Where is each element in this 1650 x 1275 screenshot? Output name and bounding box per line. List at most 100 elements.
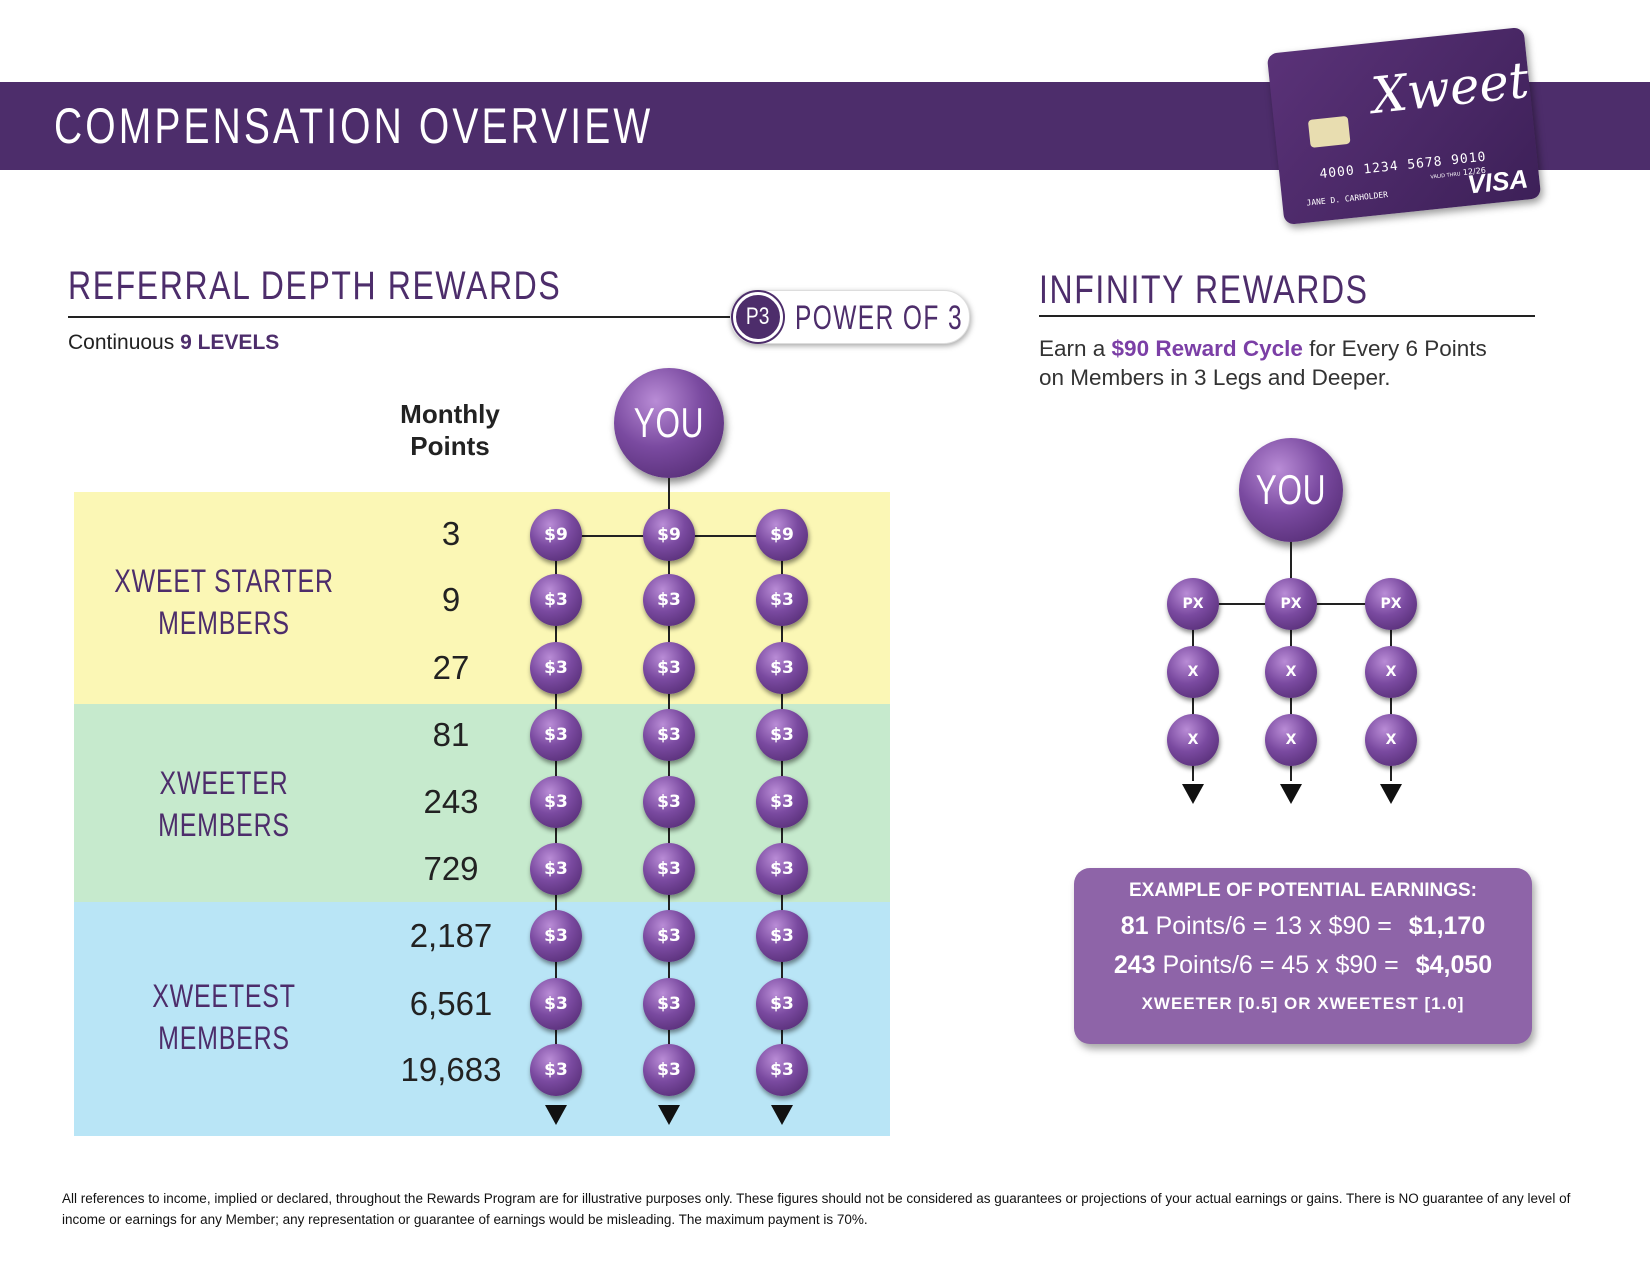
group-label-line2: MEMBERS xyxy=(158,1020,290,1056)
reward-node: $3 xyxy=(530,1044,582,1096)
infinity-node: X xyxy=(1167,646,1219,698)
infinity-title: INFINITY REWARDS xyxy=(1039,268,1369,312)
points-header-line2: Points xyxy=(410,431,490,461)
infinity-description: Earn a $90 Reward Cycle for Every 6 Poin… xyxy=(1039,334,1487,392)
row1-total: $1,170 xyxy=(1408,912,1486,940)
you-label: YOU xyxy=(633,399,705,446)
group-label-line1: XWEETEST xyxy=(152,978,296,1014)
connector xyxy=(1290,542,1292,604)
subtitle-prefix: Continuous xyxy=(68,331,181,354)
reward-node: $3 xyxy=(756,642,808,694)
row2-points: 243 xyxy=(1113,951,1156,979)
infinity-node: X xyxy=(1167,714,1219,766)
reward-node: $3 xyxy=(530,978,582,1030)
down-arrow-icon xyxy=(771,1105,793,1125)
reward-node: $3 xyxy=(756,776,808,828)
reward-node: $3 xyxy=(643,1044,695,1096)
row1-points: 81 xyxy=(1120,912,1149,940)
badge-text: POWER OF 3 xyxy=(795,299,964,337)
row1-formula: Points/6 = 13 x $90 = xyxy=(1148,912,1392,940)
reward-node: $3 xyxy=(530,709,582,761)
down-arrow-icon xyxy=(1280,784,1302,804)
band-starter xyxy=(74,492,890,704)
infinity-node: PX xyxy=(1365,578,1417,630)
reward-node: $3 xyxy=(643,776,695,828)
reward-node: $3 xyxy=(530,642,582,694)
referral-title: REFERRAL DEPTH REWARDS xyxy=(68,264,562,308)
referral-rule xyxy=(68,316,738,318)
infinity-you-node: YOU xyxy=(1239,438,1343,542)
points-level-7: 2,187 xyxy=(409,917,493,954)
group-label-xweeter: XWEETER MEMBERS xyxy=(107,762,341,846)
desc-pre: Earn a xyxy=(1039,336,1112,361)
group-label-xweetest: XWEETEST MEMBERS xyxy=(107,975,341,1059)
infinity-node: X xyxy=(1365,646,1417,698)
row2-total: $4,050 xyxy=(1415,951,1493,979)
disclaimer: All references to income, implied or dec… xyxy=(62,1191,1571,1227)
reward-node: $3 xyxy=(530,843,582,895)
group-label-line2: MEMBERS xyxy=(158,807,290,843)
points-level-6: 729 xyxy=(423,850,479,887)
points-level-5: 243 xyxy=(423,783,479,820)
group-label-line2: MEMBERS xyxy=(158,605,290,641)
referral-you-node: YOU xyxy=(614,368,724,478)
earnings-footer: XWEETER [0.5] OR XWEETEST [1.0] xyxy=(1141,994,1465,1013)
reward-node: $9 xyxy=(643,509,695,561)
points-level-2: 9 xyxy=(441,581,461,618)
points-level-1: 3 xyxy=(441,515,461,552)
referral-subtitle: Continuous 9 LEVELS xyxy=(68,331,279,355)
reward-node: $3 xyxy=(643,978,695,1030)
card-chip-icon xyxy=(1307,115,1351,148)
infinity-node: X xyxy=(1365,714,1417,766)
group-label-line1: XWEETER xyxy=(159,765,289,801)
reward-node: $3 xyxy=(530,910,582,962)
row2-formula: Points/6 = 45 x $90 = xyxy=(1155,951,1399,979)
reward-node: $9 xyxy=(530,509,582,561)
card-valid-label: VALID THRU xyxy=(1430,171,1461,181)
reward-node: $3 xyxy=(643,910,695,962)
power-of-3-badge: P3 POWER OF 3 xyxy=(730,290,970,344)
desc-post: for Every 6 Points xyxy=(1302,336,1487,361)
reward-node: $3 xyxy=(756,910,808,962)
monthly-points-header: Monthly Points xyxy=(380,398,520,462)
infinity-node: X xyxy=(1265,646,1317,698)
infinity-rule xyxy=(1039,315,1535,317)
points-level-3: 27 xyxy=(432,649,470,686)
points-level-8: 6,561 xyxy=(409,985,493,1022)
down-arrow-icon xyxy=(658,1105,680,1125)
subtitle-levels: 9 LEVELS xyxy=(180,331,280,354)
reward-node: $3 xyxy=(756,574,808,626)
points-level-9: 19,683 xyxy=(400,1051,502,1088)
p3-icon: P3 xyxy=(733,292,783,342)
desc-line2: on Members in 3 Legs and Deeper. xyxy=(1039,365,1391,390)
page-title: COMPENSATION OVERVIEW xyxy=(54,98,654,154)
infinity-node: PX xyxy=(1167,578,1219,630)
reward-node: $3 xyxy=(756,709,808,761)
reward-node: $3 xyxy=(530,574,582,626)
reward-node: $3 xyxy=(643,574,695,626)
p3-icon-text: P3 xyxy=(746,303,770,330)
group-label-starter: XWEET STARTER MEMBERS xyxy=(107,560,341,644)
reward-node: $9 xyxy=(756,509,808,561)
reward-node: $3 xyxy=(756,843,808,895)
card-holder: JANE D. CARHOLDER xyxy=(1306,190,1389,208)
infinity-node: X xyxy=(1265,714,1317,766)
reward-node: $3 xyxy=(756,1044,808,1096)
desc-highlight: $90 Reward Cycle xyxy=(1111,336,1303,361)
connector xyxy=(668,478,670,534)
points-level-4: 81 xyxy=(432,716,470,753)
down-arrow-icon xyxy=(1380,784,1402,804)
earnings-row-1: 81 Points/6 = 13 x $90 = $1,170 xyxy=(1074,912,1532,941)
earnings-example-box: EXAMPLE OF POTENTIAL EARNINGS: 81 Points… xyxy=(1074,868,1532,1044)
reward-node: $3 xyxy=(643,843,695,895)
infinity-node: PX xyxy=(1265,578,1317,630)
reward-node: $3 xyxy=(756,978,808,1030)
group-label-line1: XWEET STARTER xyxy=(114,563,334,599)
credit-card: Xweet 4000 1234 5678 9010 VALID THRU 12/… xyxy=(1266,26,1542,226)
earnings-title: EXAMPLE OF POTENTIAL EARNINGS: xyxy=(1128,880,1477,901)
card-brand-logo: Xweet xyxy=(1368,50,1532,126)
reward-node: $3 xyxy=(530,776,582,828)
visa-logo: VISA xyxy=(1465,163,1530,200)
band-xweetest xyxy=(74,902,890,1136)
you-label: YOU xyxy=(1255,466,1327,513)
